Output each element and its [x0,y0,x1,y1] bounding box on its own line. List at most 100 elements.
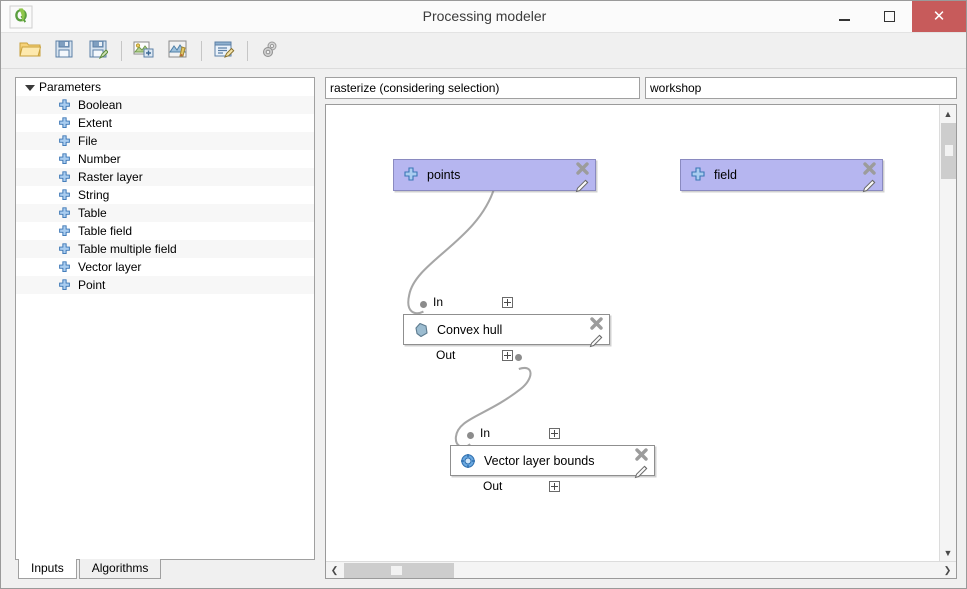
input-port-dot[interactable] [420,301,427,308]
output-expand-button[interactable] [502,350,513,361]
delete-x-icon[interactable] [862,162,877,177]
scroll-down-arrow-icon[interactable]: ▼ [943,547,953,558]
tree-item-extent[interactable]: Extent [16,114,314,132]
node-label: Vector layer bounds [484,453,595,468]
tree-item-label: Vector layer [78,260,142,274]
input-expand-button[interactable] [549,428,560,439]
edit-pencil-icon[interactable] [862,178,877,193]
right-panel: points [325,77,957,579]
save-model-as-button[interactable] [83,37,113,65]
tree-item-boolean[interactable]: Boolean [16,96,314,114]
node-tools [862,162,878,193]
edit-pencil-icon[interactable] [634,464,649,479]
node-label: points [427,168,461,182]
node-body[interactable]: field [680,159,883,193]
maximize-button[interactable] [867,1,912,32]
delete-x-icon[interactable] [575,162,590,177]
node-tools [634,448,650,479]
maximize-icon [884,11,895,22]
tree-item-raster-layer[interactable]: Raster layer [16,168,314,186]
open-model-button[interactable] [15,37,45,65]
output-port-label: Out [436,348,456,362]
run-model-button[interactable] [255,37,285,65]
plus-param-icon [58,206,71,220]
model-node-field[interactable]: field [680,159,883,193]
tree-item-point[interactable]: Point [16,276,314,294]
node-body[interactable]: points [393,159,596,193]
window-controls: ✕ [822,1,966,32]
node-tools [589,317,605,348]
input-expand-button[interactable] [502,297,513,308]
plus-param-icon [58,116,71,130]
canvas-vertical-scrollbar[interactable]: ▲ ▼ [939,105,956,561]
run-gears-icon [260,39,280,62]
tree-item-content: File [24,132,97,150]
scroll-left-arrow-icon[interactable]: ❮ [330,564,339,575]
tree-item-table-multiple-field[interactable]: Table multiple field [16,240,314,258]
tree-item-number[interactable]: Number [16,150,314,168]
scroll-up-arrow-icon[interactable]: ▲ [943,108,953,119]
node-body[interactable]: Convex hull [403,314,610,348]
model-name-row [325,77,957,99]
tree-item-vector-layer[interactable]: Vector layer [16,258,314,276]
tree-item-table[interactable]: Table [16,204,314,222]
tree-item-label: String [78,188,110,202]
plus-param-icon [403,167,419,183]
panel-tabs: Inputs Algorithms [15,559,315,579]
export-pdf-icon [168,39,188,62]
tab-inputs-label: Inputs [31,561,64,575]
tab-inputs[interactable]: Inputs [18,559,77,579]
output-expand-button[interactable] [549,481,560,492]
tree-item-content: Number [24,150,121,168]
tab-algorithms[interactable]: Algorithms [78,559,162,579]
tree-item-string[interactable]: String [16,186,314,204]
tree-item-content: Extent [24,114,112,132]
node-body[interactable]: Vector layer bounds [450,445,655,479]
model-node-points[interactable]: points [393,159,596,193]
toolbar-separator [121,40,122,61]
edit-pencil-icon[interactable] [575,178,590,193]
tree-item-file[interactable]: File [16,132,314,150]
close-button[interactable]: ✕ [912,1,966,32]
tree-item-table-field[interactable]: Table field [16,222,314,240]
vertical-scroll-thumb[interactable] [941,123,956,179]
minimize-button[interactable] [822,1,867,32]
tree-item-content: Table [24,204,107,222]
delete-x-icon[interactable] [589,317,604,332]
input-port-dot[interactable] [467,432,474,439]
tree-item-label: File [78,134,98,148]
tree-item-content: Point [24,276,105,294]
export-pdf-button[interactable] [163,37,193,65]
plus-param-icon [58,278,71,292]
delete-x-icon[interactable] [634,448,649,463]
output-port-dot[interactable] [515,354,522,361]
close-icon: ✕ [932,7,946,25]
model-algorithm-name-input[interactable] [325,77,640,99]
horizontal-scroll-thumb[interactable] [344,563,454,578]
minimize-icon [839,18,850,21]
chevron-down-icon[interactable] [24,82,35,93]
edit-help-button[interactable] [209,37,239,65]
tree-item-content: Boolean [24,96,122,114]
tree-root-parameters[interactable]: Parameters [16,78,314,96]
canvas-horizontal-scrollbar[interactable]: ❮ ❯ [326,561,956,578]
toolbar-separator [201,40,202,61]
plus-param-icon [58,98,71,112]
edit-pencil-icon[interactable] [589,333,604,348]
save-model-button[interactable] [49,37,79,65]
folder-open-icon [19,39,42,62]
tree-item-content: Table field [24,222,132,240]
scroll-right-arrow-icon[interactable]: ❯ [943,564,952,575]
export-image-button[interactable] [129,37,159,65]
floppy-save-as-icon [88,39,109,62]
input-port-label: In [480,426,491,440]
plus-param-icon [58,134,71,148]
floppy-save-icon [54,39,74,62]
node-label: field [714,168,737,182]
model-canvas[interactable]: points [326,105,939,561]
vector-bounds-icon [460,453,476,469]
model-group-name-input[interactable] [645,77,957,99]
